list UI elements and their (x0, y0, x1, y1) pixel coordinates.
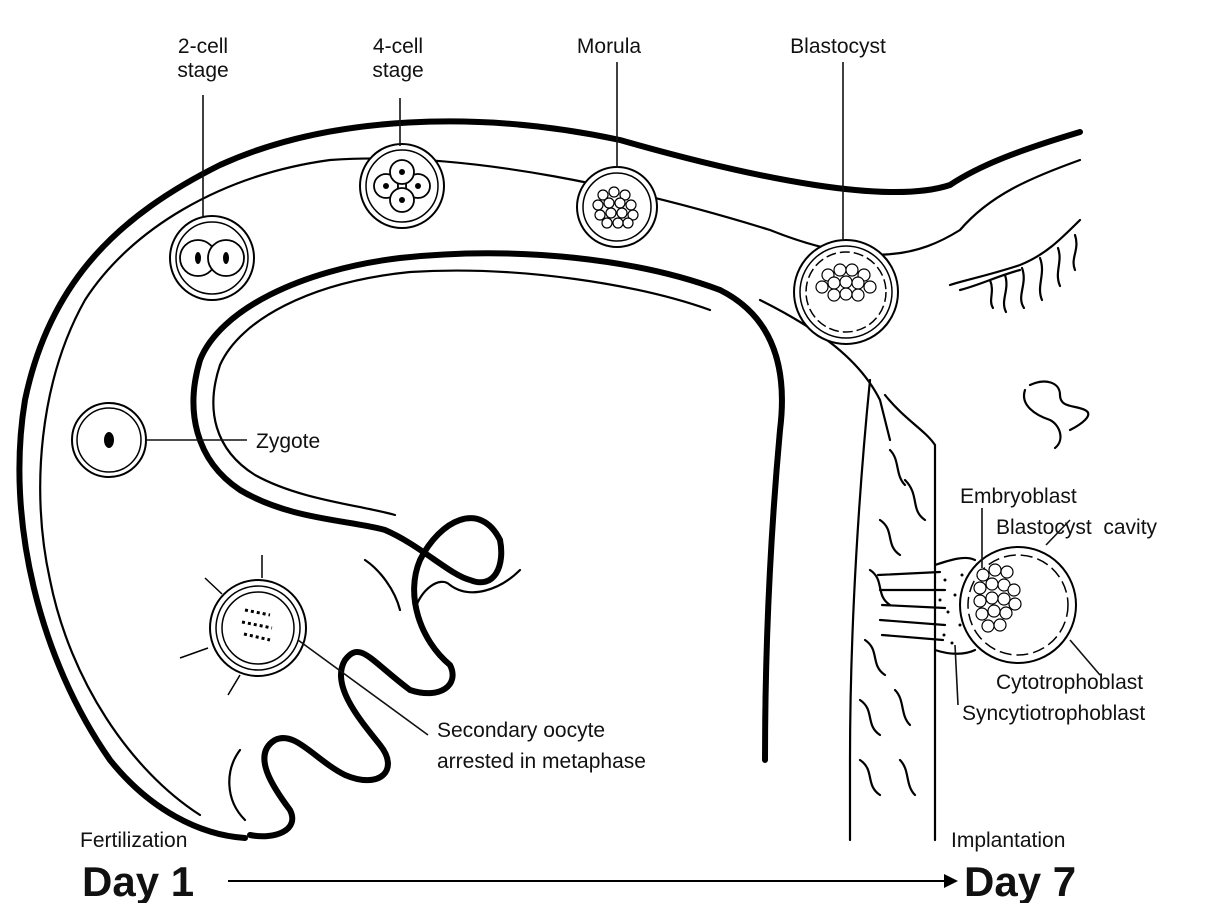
embryoblast-label: Embryoblast (960, 485, 1077, 508)
cytotrophoblast-label: Cytotrophoblast (996, 671, 1143, 694)
zygote-label: Zygote (256, 430, 320, 453)
implanting-blastocyst (960, 547, 1076, 663)
two-cell-label-line1: 2-cell (178, 35, 228, 58)
syncytiotrophoblast-label: Syncytiotrophoblast (962, 702, 1145, 725)
four-cell-label-line1: 4-cell (373, 35, 423, 58)
four-cell-embryo (360, 144, 444, 228)
blastocyst-cavity-label: Blastocyst cavity (996, 516, 1158, 539)
two-cell-label-line2: stage (177, 59, 228, 82)
two-cell-embryo (170, 216, 254, 300)
four-cell-label-line2: stage (372, 59, 423, 82)
fertilization-caption: Fertilization (80, 829, 187, 852)
oocyte-label-line2: arrested in metaphase (437, 750, 646, 773)
morula-cell (577, 167, 657, 247)
blastocyst-label: Blastocyst (790, 35, 886, 58)
zygote-cell (72, 403, 146, 477)
morula-label: Morula (577, 35, 642, 58)
oocyte-label-line1: Secondary oocyte (437, 719, 605, 742)
blastocyst-cell (794, 240, 898, 344)
day-start-label: Day 1 (82, 858, 194, 903)
implantation-caption: Implantation (951, 829, 1065, 852)
secondary-oocyte (180, 555, 306, 695)
day-end-label: Day 7 (964, 858, 1076, 903)
